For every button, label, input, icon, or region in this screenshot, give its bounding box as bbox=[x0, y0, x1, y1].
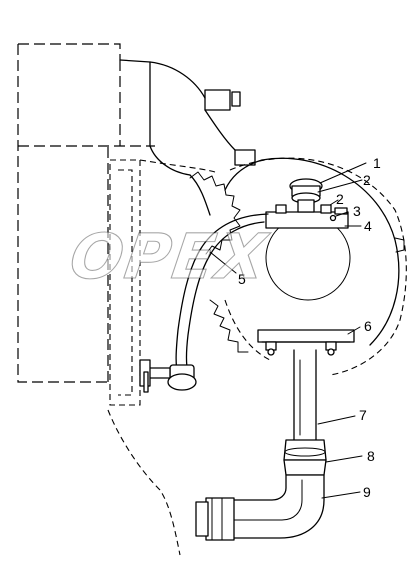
flywheel-housing-outline bbox=[107, 157, 407, 556]
callout-9: 9 bbox=[363, 484, 371, 500]
drain-pipe bbox=[293, 349, 317, 441]
callout-4: 4 bbox=[364, 218, 372, 234]
callout-7: 7 bbox=[359, 407, 367, 423]
breather-tube bbox=[139, 213, 269, 393]
callout-5: 5 bbox=[238, 271, 246, 287]
drain-flange bbox=[257, 329, 355, 356]
gear-ring bbox=[189, 171, 249, 353]
callout-2-lower: 2 bbox=[336, 191, 344, 207]
callout-2-upper: 2 bbox=[363, 172, 371, 188]
exhaust-elbow bbox=[119, 59, 256, 216]
callouts: 1 2 2 3 4 5 6 7 8 9 bbox=[238, 155, 381, 500]
callout-3: 3 bbox=[353, 203, 361, 219]
callout-6: 6 bbox=[364, 318, 372, 334]
callout-8: 8 bbox=[367, 448, 375, 464]
breather-cap bbox=[289, 178, 323, 213]
pipe-coupling bbox=[283, 439, 327, 476]
engine-block-outline bbox=[17, 43, 155, 383]
callout-1: 1 bbox=[373, 155, 381, 171]
pipe-elbow bbox=[195, 474, 325, 541]
watermark: OPEX bbox=[66, 220, 273, 293]
leader-lines bbox=[209, 162, 367, 499]
